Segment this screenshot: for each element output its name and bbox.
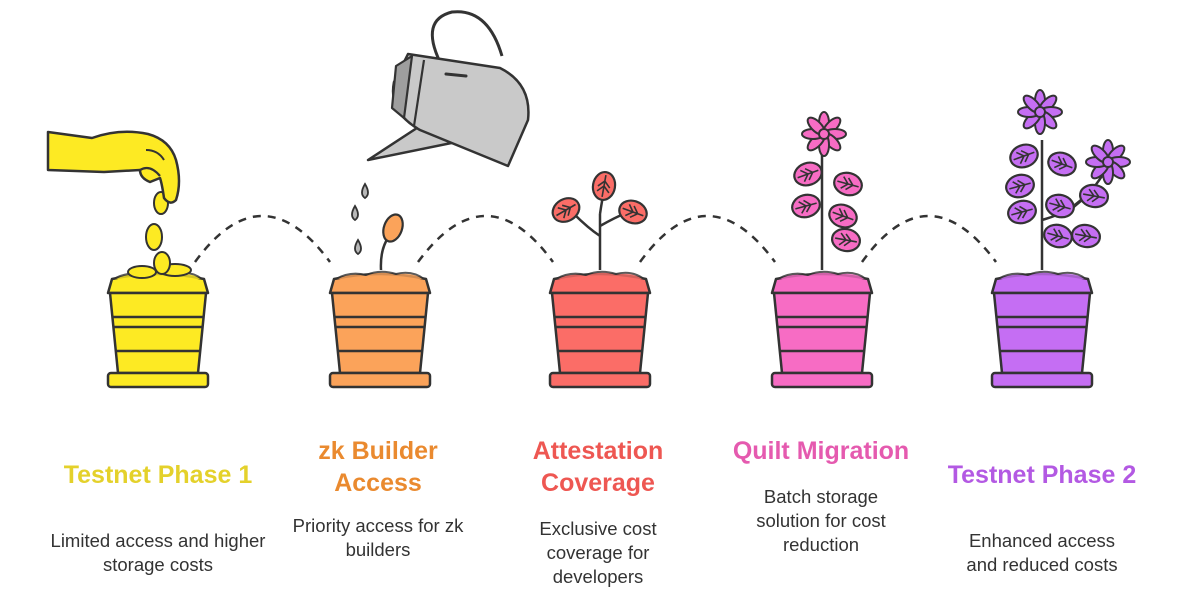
- stage-3-title: Attestation Coverage: [518, 435, 678, 499]
- stage-4-description: Batch storage solution for cost reductio…: [746, 485, 896, 557]
- stage-4-title: Quilt Migration: [701, 435, 941, 467]
- stage-3: Attestation Coverage Exclusive cost cove…: [478, 0, 718, 604]
- stage-2: zk Builder Access Priority access for zk…: [258, 0, 498, 604]
- stage-5-description: Enhanced access and reduced costs: [957, 529, 1127, 577]
- stage-1-description: Limited access and higher storage costs: [48, 529, 268, 577]
- stage-1: Testnet Phase 1 Limited access and highe…: [38, 0, 278, 604]
- stage-2-title: zk Builder Access: [308, 435, 448, 499]
- stage-3-description: Exclusive cost coverage for developers: [518, 517, 678, 589]
- stage-5: Testnet Phase 2 Enhanced access and redu…: [922, 0, 1162, 604]
- stage-4: Quilt Migration Batch storage solution f…: [701, 0, 941, 604]
- stage-2-description: Priority access for zk builders: [268, 514, 488, 562]
- stage-1-title: Testnet Phase 1: [38, 459, 278, 491]
- stage-5-title: Testnet Phase 2: [922, 459, 1162, 491]
